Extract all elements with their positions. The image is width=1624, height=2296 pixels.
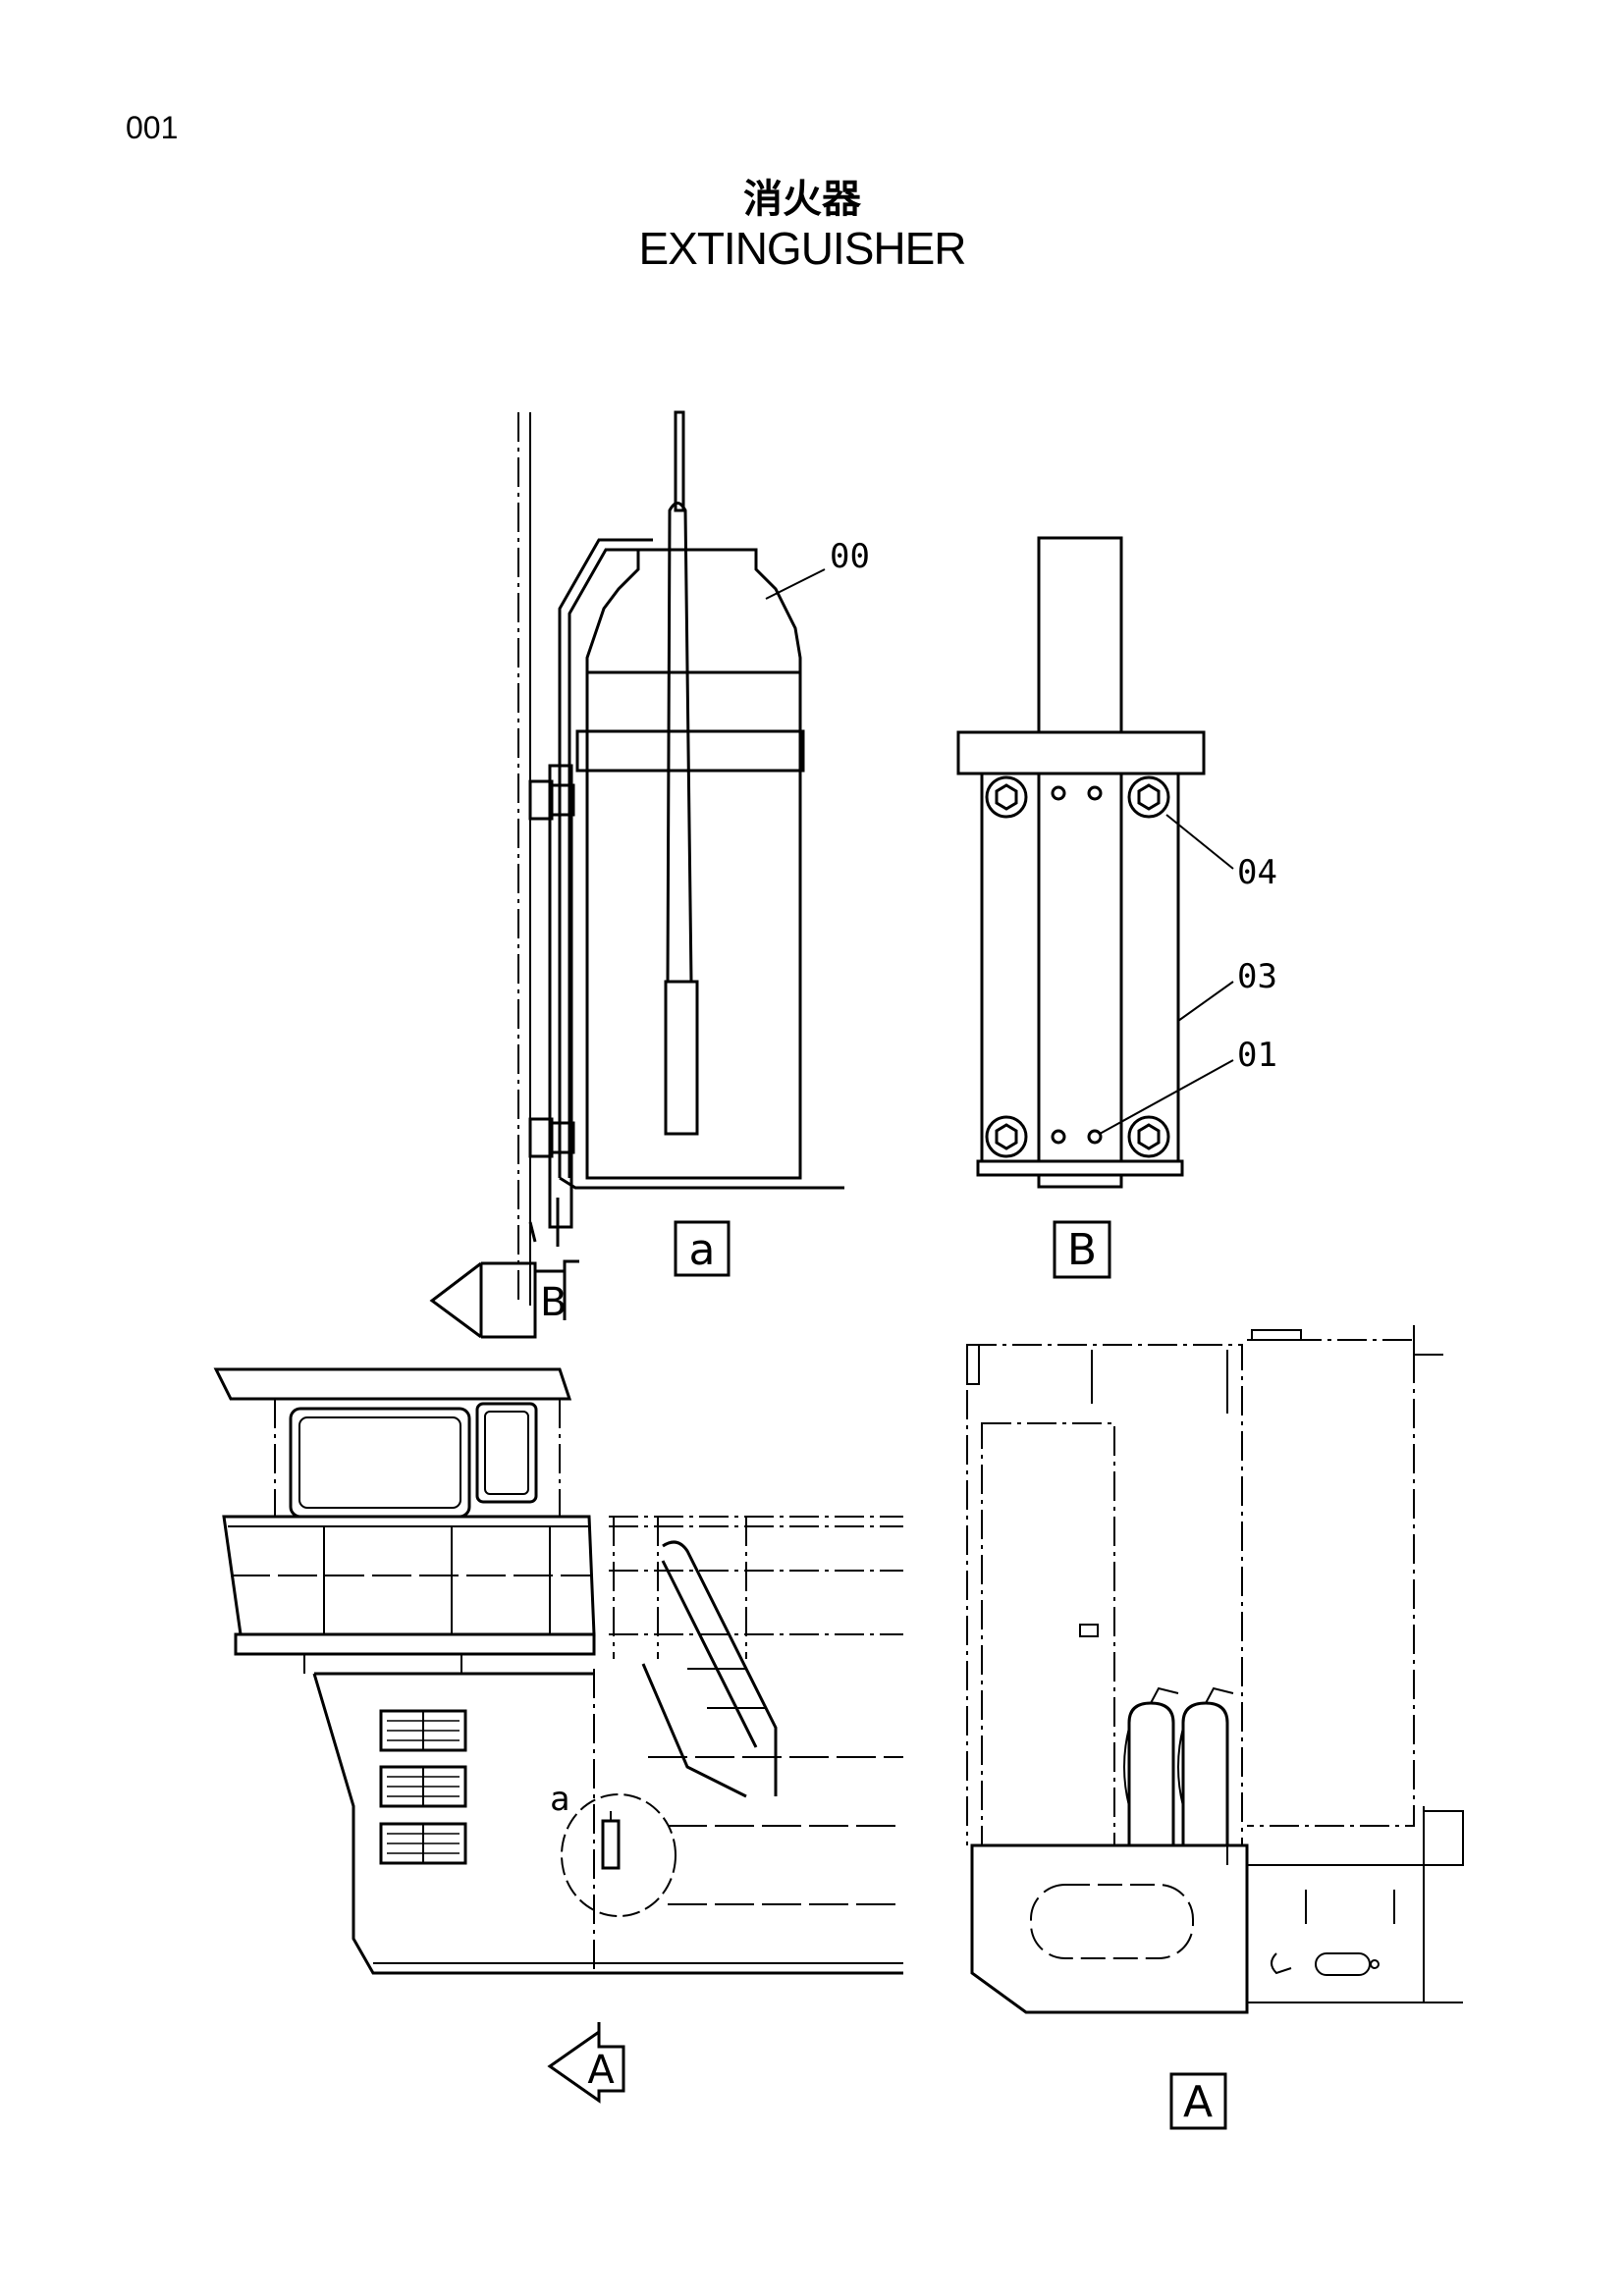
view-a — [966, 1325, 1464, 2014]
detail-a-callout: a — [550, 1780, 569, 1819]
page-number: 001 — [126, 110, 179, 145]
view-a-arrow-label: A — [587, 2048, 615, 2093]
detail-a-label-box — [674, 1220, 731, 1277]
part-label-01: 01 — [1237, 1036, 1277, 1075]
view-b-arrow — [429, 1221, 579, 1339]
part-label-03: 03 — [1237, 957, 1277, 996]
view-a-label-box — [1169, 2072, 1227, 2130]
cab-side-view — [213, 1367, 903, 1975]
part-label-00: 00 — [830, 537, 870, 576]
view-a-label: A — [1183, 2077, 1213, 2127]
detail-a-view — [517, 410, 844, 1306]
part-label-04: 04 — [1237, 853, 1277, 892]
view-b-label: B — [1067, 1225, 1097, 1275]
title-japanese: 消火器 — [743, 177, 861, 222]
view-b-arrow-label: B — [540, 1280, 567, 1325]
view-b-label-box — [1053, 1220, 1111, 1279]
detail-a-label: a — [689, 1225, 716, 1275]
title-english: EXTINGUISHER — [638, 223, 966, 274]
view-b — [956, 536, 1234, 1189]
view-a-arrow — [547, 2022, 625, 2104]
